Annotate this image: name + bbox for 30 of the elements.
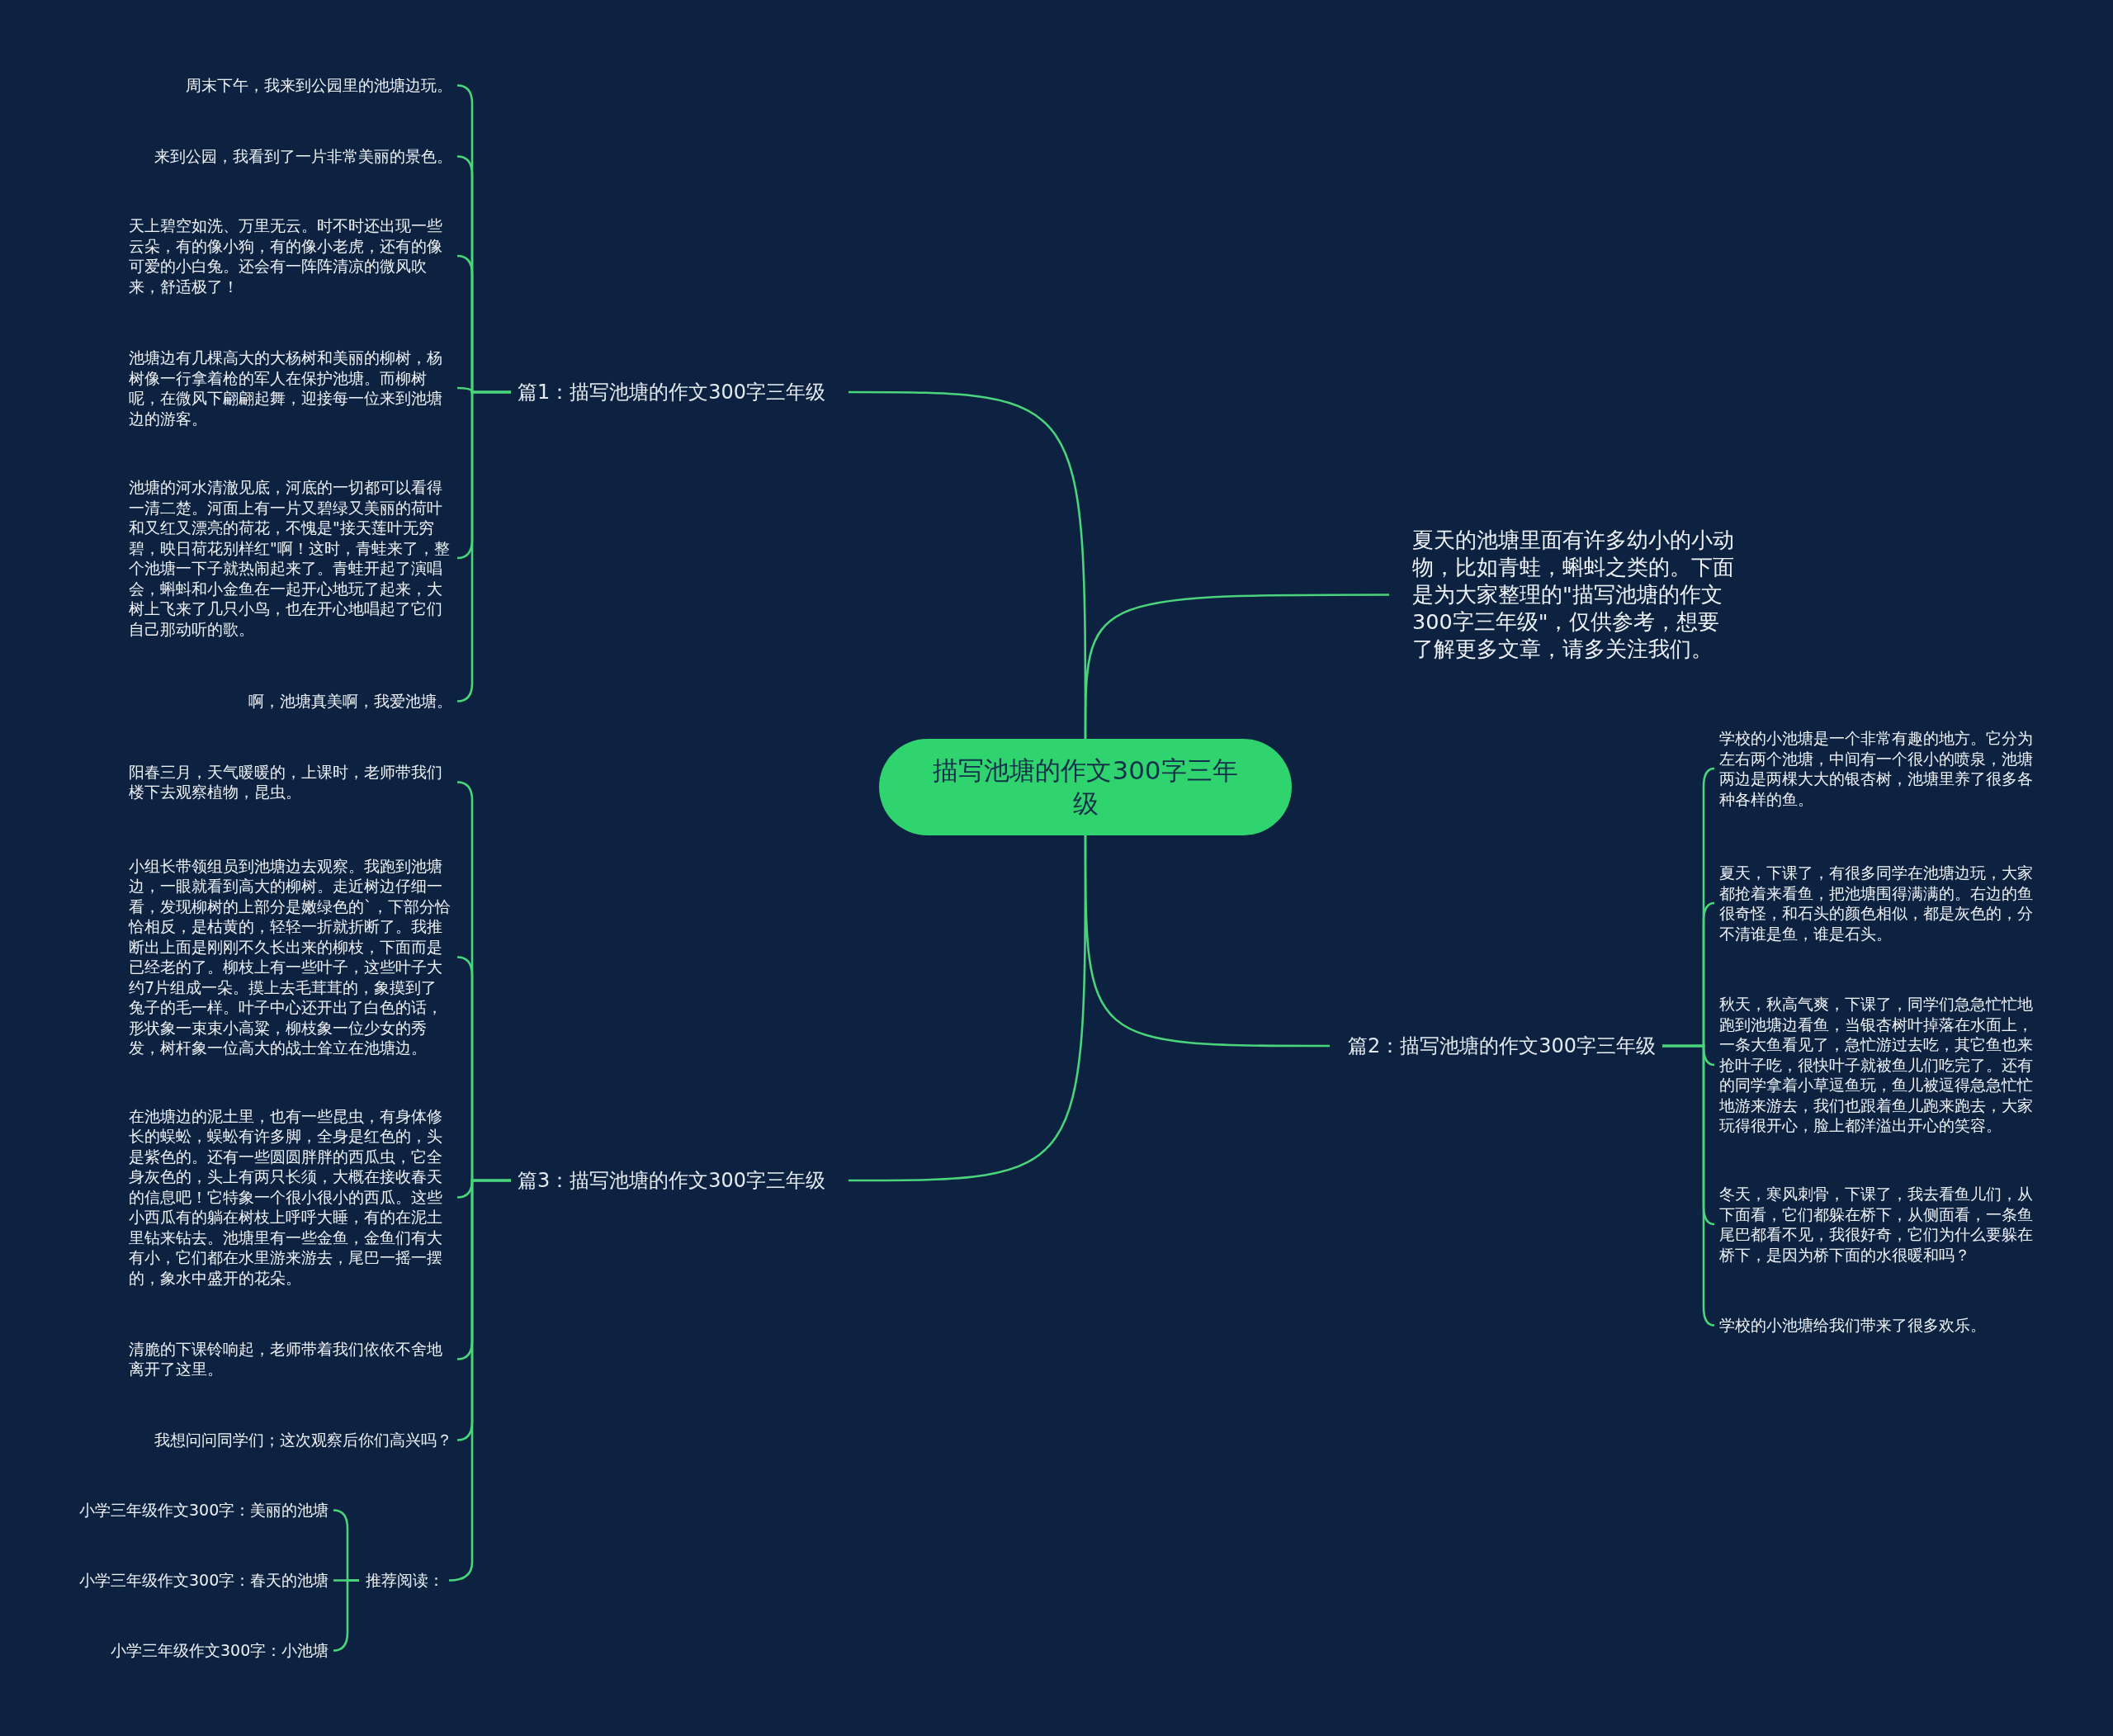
paragraph-text: 学校的小池塘是一个非常有趣的地方。它分为左右两个池塘，中间有一个很小的喷泉，池塘两边是两棵大大的银杏树，池塘里养了很多各种各样的鱼。: [1719, 728, 2043, 809]
intro-text: 夏天的池塘里面有许多幼小的小动物，比如青蛙，蝌蚪之类的。下面是为大家整理的"描写池塘的作文300字三年级"，仅供参考，想要了解更多文章，请多关注我们。: [1412, 526, 1738, 663]
paragraph-text: 阳春三月，天气暖暖的，上课时，老师带我们楼下去观察植物，昆虫。: [129, 761, 452, 802]
connector-line: [849, 835, 1087, 1182]
connector-line: [333, 1579, 359, 1652]
central-topic: 描写池塘的作文300字三年级: [879, 738, 1292, 835]
paragraph-text: 来到公园，我看到了一片非常美丽的景色。: [154, 145, 452, 166]
list-item-text: 小学三年级作文300字：美丽的池塘: [79, 1499, 329, 1520]
paragraph-text: 夏天，下课了，有很多同学在池塘边玩，大家都抢着来看鱼，把池塘围得满满的。右边的鱼很奇怪，和石头的颜色相似，都是灰色的，分不清谁是鱼，谁是石头。: [1719, 863, 2043, 944]
paragraph-text: 秋天，秋高气爽，下课了，同学们急急忙忙地跑到池塘边看鱼，当银杏树叶掉落在水面上，一条大鱼看见了，急忙游过去吃，其它鱼也来抢叶子吃，很快叶子就被鱼儿们吃完了。还有的同学拿着小草逗鱼玩，鱼儿被逗得急急忙忙地游来游去，我们也跟着鱼儿跑来跑去，大家玩得很开心，脸上都洋溢出开心的笑容。: [1719, 994, 2043, 1136]
paragraph-text: 天上碧空如洗、万里无云。时不时还出现一些云朵，有的像小狗，有的像小老虎，还有的像可爱的小白兔。还会有一阵阵清凉的微风吹来，舒适极了！: [129, 215, 452, 296]
paragraph-text: 周末下午，我来到公园里的池塘边玩。: [186, 74, 452, 95]
connector-line: [456, 390, 511, 702]
paragraph-text: 池塘的河水清澈见底，河底的一切都可以看得一清二楚。河面上有一片又碧绿又美丽的荷叶和又红又漂亮的荷花，不愧是"接天莲叶无穷碧，映日荷花别样红"啊！这时，青蛙来了，整个池塘一下子就热闹起来了。青蛙开起了演唱会，蝌蚪和小金鱼在一起开心地玩了起来，大树上飞来了几只小鸟，也在开心地唱起了它们自己那动听的歌。: [129, 477, 452, 639]
paragraph-text: 池塘边有几棵高大的大杨树和美丽的柳树，杨树像一行拿着枪的军人在保护池塘。而柳树呢，在微风下翩翩起舞，迎接每一位来到池塘边的游客。: [129, 348, 452, 428]
list-item-text: 小学三年级作文300字：春天的池塘: [79, 1569, 329, 1590]
paragraph-text: 在池塘边的泥土里，也有一些昆虫，有身体修长的蜈蚣，蜈蚣有许多脚，全身是红色的，头是紫色的。还有一些圆圆胖胖的西瓜虫，它全身灰色的，头上有两只长须，大概在接收春天的信息吧！它特象一个很小很小的西瓜。这些小西瓜有的躺在树枝上呼呼大睡，有的在泥土里钻来钻去。池塘里有一些金鱼，金鱼们有大有小，它们都在水里游来游去，尾巴一摇一摆的，象水中盛开的花朵。: [129, 1105, 452, 1288]
subtopic-label: 推荐阅读：: [366, 1569, 444, 1590]
branch-label: 篇3：描写池塘的作文300字三年级: [518, 1165, 826, 1196]
list-item-text: 小学三年级作文300字：小池塘: [111, 1639, 329, 1660]
paragraph-text: 我想问问同学们；这次观察后你们高兴吗？: [154, 1429, 452, 1450]
paragraph-text: 冬天，寒风刺骨，下课了，我去看鱼儿们，从下面看，它们都躲在桥下，从侧面看，一条鱼尾巴都看不见，我很好奇，它们为什么要躲在桥下，是因为桥下面的水很暖和吗？: [1719, 1184, 2043, 1265]
paragraph-text: 清脆的下课铃响起，老师带着我们依依不舍地离开了这里。: [129, 1338, 452, 1379]
branch-label: 篇2：描写池塘的作文300字三年级: [1348, 1030, 1657, 1062]
connector-line: [1662, 1044, 1715, 1327]
paragraph-text: 啊，池塘真美啊，我爱池塘。: [248, 690, 452, 711]
branch-label: 篇1：描写池塘的作文300字三年级: [518, 376, 826, 408]
connector-line: [1084, 594, 1389, 739]
paragraph-text: 小组长带领组员到池塘边去观察。我跑到池塘边，一眼就看到高大的柳树。走近树边仔细一看，发现柳树的上部分是嫩绿色的`，下部分恰恰相反，是枯黄的，轻轻一折就折断了。我推断出上面是刚刚不久长出来的柳枝，下面而是已经老的了。柳枝上有一些叶子，这些叶子大约7片组成一朵。摸上去毛茸茸的，象摸到了兔子的毛一样。叶子中心还开出了白色的话，形状象一束束小高粱，柳枝象一位少女的秀发，树杆象一位高大的战士耸立在池塘边。: [129, 855, 452, 1058]
paragraph-text: 学校的小池塘给我们带来了很多欢乐。: [1719, 1314, 1986, 1335]
